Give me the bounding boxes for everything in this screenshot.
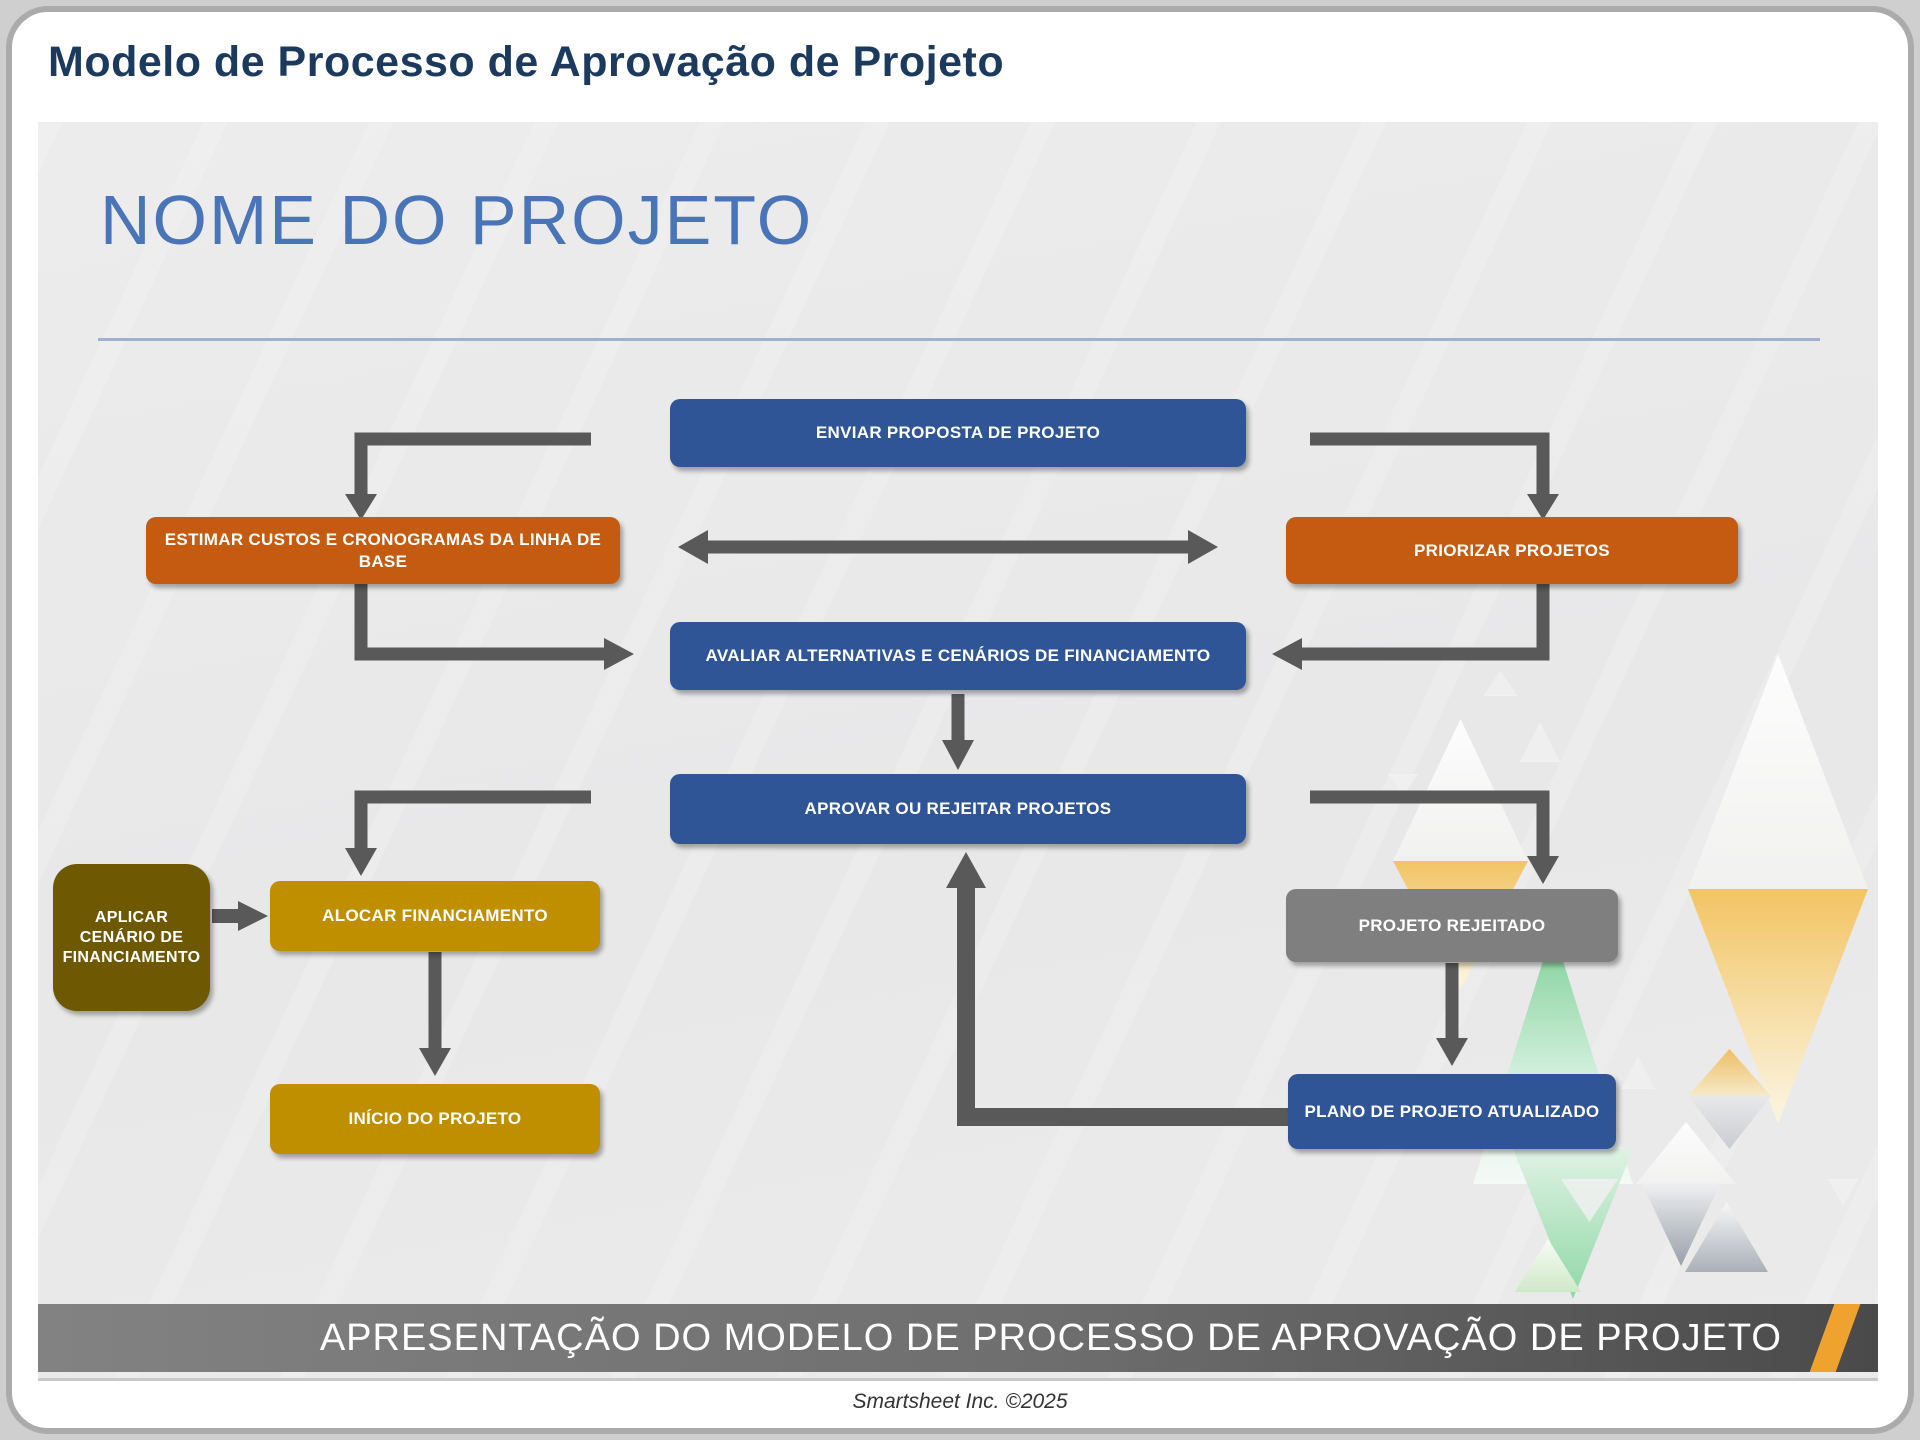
page-title: Modelo de Processo de Aprovação de Proje…	[48, 38, 1005, 86]
node-alocar-financiamento: ALOCAR FINANCIAMENTO	[270, 881, 600, 951]
arrow-avaliar-to-aprovar	[942, 694, 974, 770]
banner-title: APRESENTAÇÃO DO MODELO DE PROCESSO DE AP…	[319, 1316, 1782, 1359]
arrow-rejeitado-to-plano	[1436, 963, 1468, 1066]
node-label: PRIORIZAR PROJETOS	[1414, 540, 1610, 560]
arrow-enviar-to-estimar	[345, 432, 591, 520]
slide-canvas: NOME DO PROJETO	[38, 122, 1878, 1378]
node-label: PROJETO REJEITADO	[1358, 915, 1546, 935]
template-card: Modelo de Processo de Aprovação de Proje…	[6, 6, 1914, 1434]
node-label: ESTIMAR CUSTOS E CRONOGRAMAS DA LINHA DE…	[164, 530, 602, 571]
node-avaliar-alternativas: AVALIAR ALTERNATIVAS E CENÁRIOS DE FINAN…	[670, 622, 1246, 690]
slide-footer-banner: APRESENTAÇÃO DO MODELO DE PROCESSO DE AP…	[38, 1304, 1878, 1372]
arrow-plano-to-aprovar	[946, 852, 1288, 1126]
node-label: APROVAR OU REJEITAR PROJETOS	[804, 799, 1112, 819]
arrow-enviar-to-priorizar	[1310, 432, 1559, 520]
copyright-footer: Smartsheet Inc. ©2025	[852, 1390, 1068, 1413]
slide-title: NOME DO PROJETO	[100, 181, 814, 259]
node-estimar-custos: ESTIMAR CUSTOS E CRONOGRAMAS DA LINHA DE…	[146, 517, 620, 584]
node-plano-atualizado: PLANO DE PROJETO ATUALIZADO	[1288, 1074, 1616, 1149]
node-label: INÍCIO DO PROJETO	[348, 1109, 522, 1129]
node-projeto-rejeitado: PROJETO REJEITADO	[1286, 889, 1618, 962]
arrow-alocar-to-inicio	[419, 952, 451, 1076]
arrow-estimar-to-avaliar	[354, 584, 634, 670]
node-label: APLICAR CENÁRIO DE FINANCIAMENTO	[62, 908, 201, 966]
node-aprovar-rejeitar: APROVAR OU REJEITAR PROJETOS	[670, 774, 1246, 844]
arrow-aprovar-to-rejeitado	[1310, 790, 1559, 884]
node-label: ENVIAR PROPOSTA DE PROJETO	[815, 423, 1101, 443]
node-enviar-proposta: ENVIAR PROPOSTA DE PROJETO	[670, 399, 1246, 467]
node-priorizar-projetos: PRIORIZAR PROJETOS	[1286, 517, 1738, 584]
flow-connectors	[212, 432, 1559, 1126]
arrow-priorizar-to-avaliar	[1272, 584, 1550, 670]
node-label: AVALIAR ALTERNATIVAS E CENÁRIOS DE FINAN…	[705, 646, 1211, 666]
title-divider	[98, 338, 1820, 341]
node-aplicar-cenario: APLICAR CENÁRIO DE FINANCIAMENTO	[53, 864, 210, 1011]
node-inicio-projeto: INÍCIO DO PROJETO	[270, 1084, 600, 1154]
arrow-aplicar-to-alocar	[212, 901, 268, 931]
arrow-aprovar-to-alocar	[345, 790, 591, 876]
arrow-estimar-priorizar-bidirectional	[678, 530, 1218, 564]
node-label: PLANO DE PROJETO ATUALIZADO	[1304, 1101, 1600, 1121]
node-label: ALOCAR FINANCIAMENTO	[322, 906, 548, 926]
